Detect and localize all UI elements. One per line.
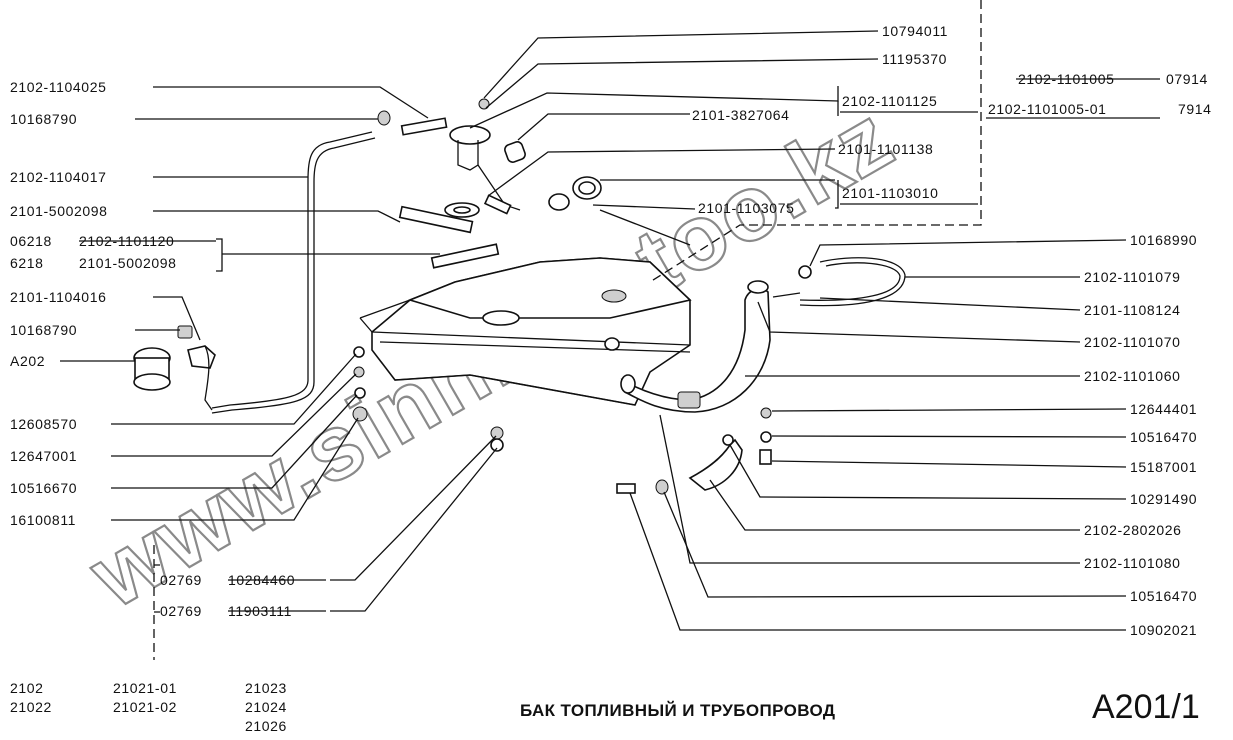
- vent-hoses: [772, 257, 906, 307]
- label-2101-5002098: 2101-5002098: [10, 203, 108, 219]
- left-labels: 2102-1104025 10168790 2102-1104017 2101-…: [10, 79, 108, 528]
- fuel-line: [211, 131, 376, 414]
- label-2101-1103075: 2101-1103075: [698, 200, 794, 216]
- label-10902021: 10902021: [1130, 622, 1197, 638]
- label-10516470-a: 10516470: [1130, 429, 1197, 445]
- filler-shield: [688, 434, 743, 491]
- label-02769-a: 02769: [160, 572, 202, 588]
- model-21021-02: 21021-02: [113, 699, 177, 715]
- model-21021-01: 21021-01: [113, 680, 177, 696]
- label-10794011: 10794011: [882, 23, 948, 39]
- label-2101-1104016: 2101-1104016: [10, 289, 106, 305]
- label-12608570: 12608570: [10, 416, 77, 432]
- model-21026: 21026: [245, 718, 287, 734]
- bolt-variants: 02769 10284460 02769 11903111: [160, 572, 326, 619]
- label-10168790-a: 10168790: [10, 111, 77, 127]
- label-07914: 07914: [1166, 71, 1208, 87]
- right-labels: 10168990 2102-1101079 2101-1108124 2102-…: [1084, 232, 1197, 638]
- label-2102-1101070: 2102-1101070: [1084, 334, 1180, 350]
- label-2101-3827064: 2101-3827064: [692, 107, 790, 123]
- label-10291490: 10291490: [1130, 491, 1197, 507]
- fuel-pump: [133, 325, 216, 411]
- label-10168790-b: 10168790: [10, 322, 77, 338]
- model-list: 2102 21022 21021-01 21021-02 21023 21024…: [10, 680, 287, 734]
- label-2101-5002098-b: 2101-5002098: [79, 255, 177, 271]
- label-16100811: 16100811: [10, 512, 76, 528]
- label-06218: 06218: [10, 233, 52, 249]
- label-02769-b: 02769: [160, 603, 202, 619]
- sheet-code: A201/1: [1092, 688, 1200, 726]
- label-2102-1104025: 2102-1104025: [10, 79, 106, 95]
- label-2101-1108124: 2101-1108124: [1084, 302, 1180, 318]
- filler-neck: [620, 280, 771, 413]
- top-labels: 10794011 11195370 2101-3827064 2101-1101…: [692, 23, 978, 216]
- label-11195370: 11195370: [882, 51, 947, 67]
- label-6218: 6218: [10, 255, 44, 271]
- leader-lines: [60, 0, 1127, 660]
- label-7914: 7914: [1178, 101, 1212, 117]
- model-21022: 21022: [10, 699, 52, 715]
- label-a202: A202: [10, 353, 45, 369]
- label-2101-1101138: 2101-1101138: [838, 141, 933, 157]
- fuel-tank: [359, 257, 692, 406]
- label-2102-1101079: 2102-1101079: [1084, 269, 1180, 285]
- label-12644401: 12644401: [1130, 401, 1197, 417]
- label-10516470-b: 10516470: [1130, 588, 1197, 604]
- model-21024: 21024: [245, 699, 287, 715]
- top-right-variants: 2102-1101005 07914 2102-1101005-01 7914: [986, 71, 1212, 119]
- label-12647001: 12647001: [10, 448, 77, 464]
- pump-pieces: [398, 141, 526, 269]
- page-title: БАК ТОПЛИВНЫЙ И ТРУБОПРОВОД: [520, 701, 835, 720]
- bracket-left-group: 06218 2102-1101120 6218 2101-5002098: [10, 233, 216, 271]
- label-2102-1101060: 2102-1101060: [1084, 368, 1180, 384]
- model-2102: 2102: [10, 680, 44, 696]
- label-2102-1101005-01: 2102-1101005-01: [988, 101, 1107, 117]
- label-10516670: 10516670: [10, 480, 77, 496]
- fasteners: [352, 346, 772, 495]
- model-21023: 21023: [245, 680, 287, 696]
- label-10168990: 10168990: [1130, 232, 1197, 248]
- label-15187001: 15187001: [1130, 459, 1197, 475]
- fuel-cap: [548, 176, 602, 211]
- label-2102-1104017: 2102-1104017: [10, 169, 106, 185]
- label-2102-2802026: 2102-2802026: [1084, 522, 1182, 538]
- label-2101-1103010: 2101-1103010: [842, 185, 938, 201]
- label-2102-1101125: 2102-1101125: [842, 93, 937, 109]
- fuel-gauge-sender: [377, 98, 521, 215]
- label-2102-1101080: 2102-1101080: [1084, 555, 1180, 571]
